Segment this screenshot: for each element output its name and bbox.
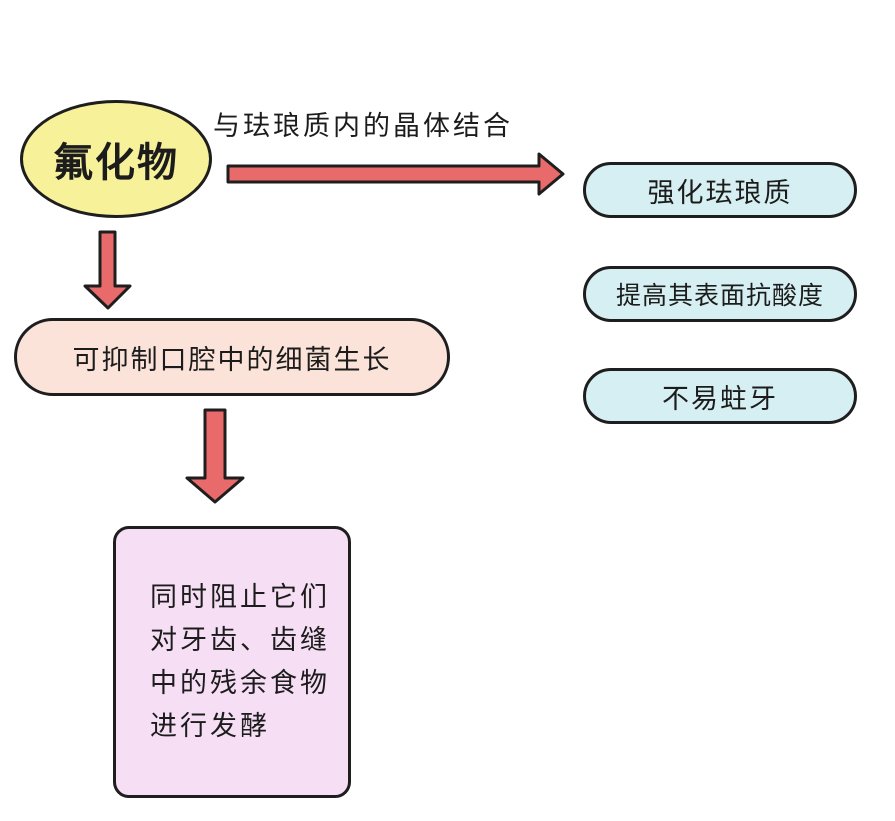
result-node-acid-resistance: 提高其表面抗酸度 xyxy=(583,266,857,322)
edge-label: 与珐琅质内的晶体结合 xyxy=(213,111,513,142)
down-arrow-2 xyxy=(185,408,245,504)
down-arrow-1 xyxy=(83,230,132,310)
result-label: 提高其表面抗酸度 xyxy=(615,281,824,310)
result-node-strengthen-enamel: 强化珐琅质 xyxy=(583,162,857,218)
fluoride-label: 氟化物 xyxy=(53,140,179,186)
fluoride-node: 氟化物 xyxy=(20,100,212,218)
result-label: 强化珐琅质 xyxy=(647,177,793,209)
result-node-no-cavities: 不易蛀牙 xyxy=(583,368,857,424)
prevent-fermentation-node: 同时阻止它们对牙齿、齿缝中的残余食物进行发酵 xyxy=(113,526,351,798)
right-arrow xyxy=(226,152,565,196)
inhibit-bacteria-label: 可抑制口腔中的细菌生长 xyxy=(72,344,392,376)
inhibit-bacteria-node: 可抑制口腔中的细菌生长 xyxy=(14,318,450,396)
result-label: 不易蛀牙 xyxy=(662,383,778,415)
prevent-fermentation-label: 同时阻止它们对牙齿、齿缝中的残余食物进行发酵 xyxy=(150,582,330,742)
